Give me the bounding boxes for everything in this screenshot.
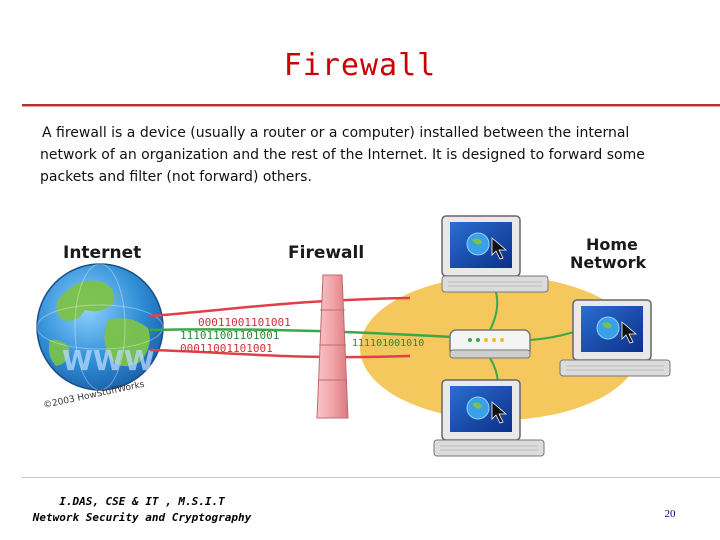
computer-icon-right (559, 299, 671, 377)
body-text: A firewall is a device (usually a router… (40, 122, 690, 188)
computer-icon-top (441, 215, 549, 293)
body-line: network of an organization and the rest … (40, 147, 645, 163)
footer-divider (22, 477, 720, 478)
bits-bottom: 00011001101001 (180, 342, 273, 355)
footer-credit: I.DAS, CSE & IT , M.S.I.T Network Securi… (20, 494, 264, 526)
bits-middle: 111011001101001 (180, 329, 279, 342)
router-icon (449, 329, 531, 359)
globe-icon (36, 263, 164, 391)
footer-author: I.DAS, CSE & IT , M.S.I.T (59, 495, 225, 508)
bits-top: 00011001101001 (198, 316, 291, 329)
firewall-label: Firewall (288, 243, 364, 263)
red-cable-top (149, 296, 411, 318)
footer-course: Network Security and Cryptography (32, 511, 252, 524)
page-number: 20 (664, 508, 676, 520)
slide-title: Firewall (283, 48, 437, 83)
body-line: A firewall is a device (usually a router… (42, 125, 630, 141)
title-divider (22, 104, 720, 107)
computer-icon-bottom (433, 379, 545, 457)
red-cable-bottom (149, 348, 411, 359)
green-cable (149, 328, 471, 340)
globe-text: WWW (62, 344, 155, 377)
firewall-diagram: Internet Firewall Home Network WWW ©2003… (30, 200, 690, 470)
firewall-icon (316, 274, 349, 419)
body-line: packets and filter (not forward) others. (40, 169, 312, 185)
home-label: Home (586, 235, 638, 254)
internet-label: Internet (63, 243, 141, 263)
bits-inside: 111101001010 (352, 338, 424, 349)
network-label: Network (570, 253, 647, 272)
